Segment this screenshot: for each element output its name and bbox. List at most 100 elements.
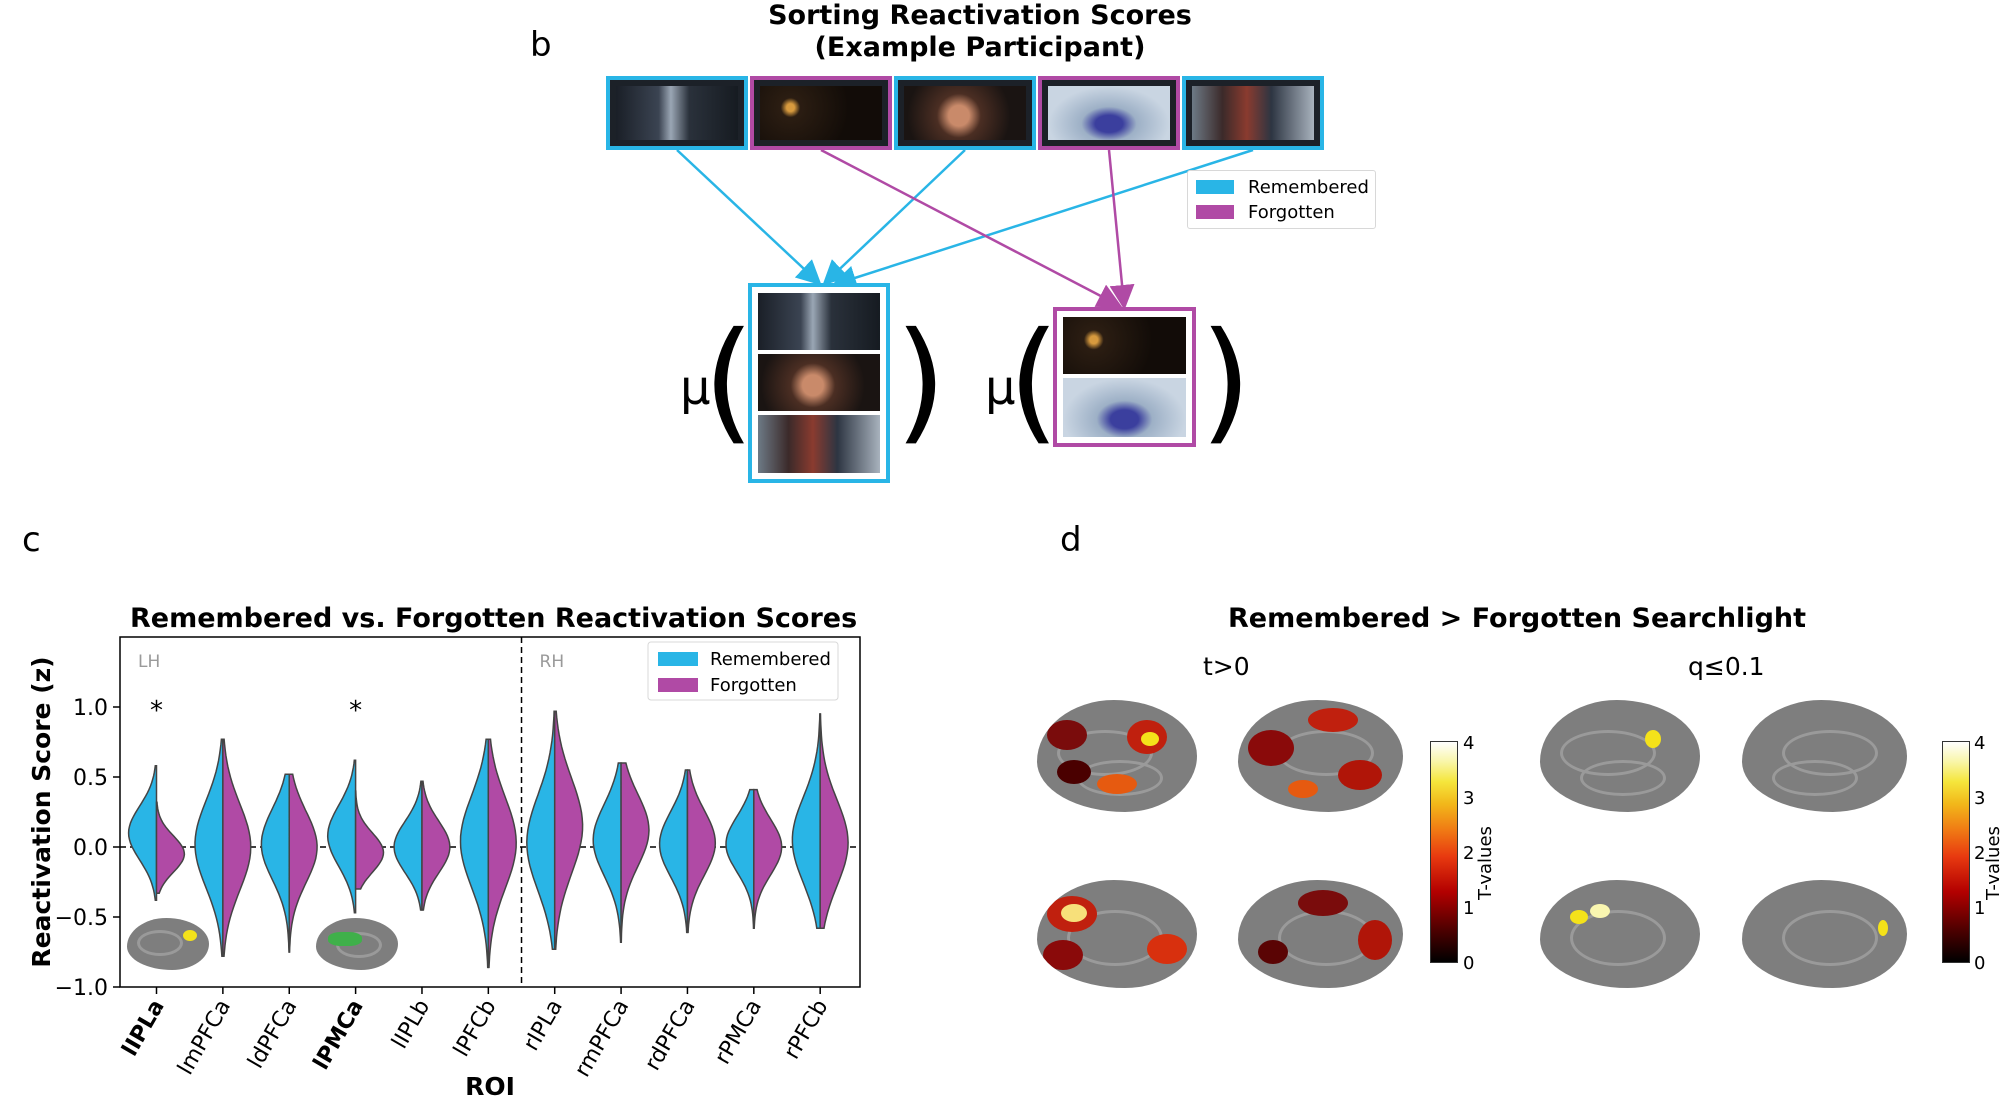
colorbar-qmap: [1942, 741, 1970, 963]
x-tick-label: lPMCa: [309, 996, 369, 1075]
y-tick-label: −0.5: [55, 906, 108, 931]
x-axis-label: ROI: [465, 1072, 515, 1101]
x-tick-label: lIPLb: [387, 996, 435, 1054]
y-axis-label: Reactivation Score (z): [27, 656, 56, 967]
x-tick-label: lPFCb: [449, 996, 501, 1062]
brain-tmap-right-medial: [1238, 880, 1403, 988]
legend-remembered: Remembered: [1196, 176, 1369, 198]
colorbar-qmap-tick-3: 3: [1974, 788, 1986, 809]
violin-remembered-lPMCa: [326, 759, 357, 914]
open-paren-forgotten: (: [1008, 304, 1060, 458]
violin-forgotten-lPMCa: [354, 790, 385, 890]
tmap-label: t>0: [1203, 652, 1250, 681]
brain-qmap-left-lateral: [1540, 700, 1700, 812]
arrow-2: [820, 148, 1123, 308]
colorbar-qmap-tick-1: 1: [1974, 898, 1986, 919]
violin-remembered-lPFCb: [459, 738, 490, 969]
y-tick-label: −1.0: [55, 976, 108, 1001]
significance-marker: *: [349, 696, 362, 726]
violin-forgotten-rPFCb: [819, 713, 849, 929]
y-tick-label: 0.0: [73, 836, 108, 861]
colorbar-tmap-label: T-values: [1475, 826, 1496, 900]
colorbar-tmap-tick-0: 0: [1463, 953, 1475, 974]
legend-label-forgotten: Forgotten: [1248, 201, 1335, 223]
legend-swatch-remembered: [1196, 180, 1234, 194]
panel-b-title-line1: Sorting Reactivation Scores: [768, 0, 1192, 31]
arrow-5: [831, 148, 1254, 290]
panel-b-legend: Remembered Forgotten: [1187, 170, 1376, 229]
violin-remembered-rIPLa: [526, 710, 556, 950]
searchlight-title: Remembered > Forgotten Searchlight: [1228, 603, 1807, 634]
roi-brain-inset-lpmca: [316, 918, 398, 970]
arrow-3: [822, 149, 966, 286]
thumbnail-3-remembered: [894, 76, 1036, 150]
legend-swatch-forgotten: [1196, 205, 1234, 219]
violin-forgotten-lIPLb: [421, 780, 451, 911]
y-tick-label: 0.5: [73, 766, 108, 791]
colorbar-tmap-tick-4: 4: [1463, 733, 1475, 754]
x-tick-label: rIPLa: [519, 996, 568, 1056]
colorbar-tmap: [1430, 741, 1458, 963]
chart-legend-swatch: [658, 652, 698, 666]
panel-d-letter: d: [1060, 520, 1082, 560]
violin-forgotten-lIPLa: [155, 801, 186, 894]
brain-qmap-right-medial: [1742, 880, 1907, 988]
close-paren-forgotten: ): [1200, 304, 1252, 458]
x-tick-label: rdPFCa: [640, 996, 700, 1076]
colorbar-tmap-tick-3: 3: [1463, 788, 1475, 809]
x-tick-label: rPFCb: [780, 996, 834, 1064]
violin-remembered-rPFCb: [791, 713, 821, 929]
qmap-label: q≤0.1: [1688, 652, 1765, 681]
violin-remembered-ldPFCa: [260, 773, 290, 953]
sorting-arrows: [676, 148, 1254, 310]
hemisphere-label-rh: RH: [540, 652, 565, 672]
panel-b-title: Sorting Reactivation Scores (Example Par…: [700, 0, 1260, 64]
thumbnail-2-forgotten: [750, 76, 892, 150]
thumbnail-5-remembered: [1182, 76, 1324, 150]
panel-b-title-line2: (Example Participant): [814, 32, 1146, 63]
legend-forgotten: Forgotten: [1196, 201, 1335, 223]
arrow-1: [676, 149, 822, 286]
violin-remembered-lmPFCa: [194, 738, 224, 957]
forgotten-group: [1053, 307, 1196, 447]
violin-forgotten-lPFCb: [487, 738, 517, 969]
colorbar-qmap-tick-2: 2: [1974, 843, 1986, 864]
x-tick-label: ldPFCa: [243, 996, 302, 1073]
roi-brain-inset-lipla: [127, 918, 209, 970]
violin-forgotten-rdPFCa: [686, 769, 717, 934]
brain-qmap-right-lateral: [1742, 700, 1907, 812]
legend-label-remembered: Remembered: [1248, 176, 1369, 198]
violin-remembered-rdPFCa: [658, 769, 689, 934]
violin-forgotten-rmPFCa: [620, 762, 650, 943]
violin-forgotten-rIPLa: [553, 710, 584, 950]
x-tick-label: lIPLa: [118, 996, 170, 1061]
chart-legend-label: Remembered: [710, 649, 831, 670]
brain-tmap-left-lateral: [1037, 700, 1197, 812]
violin-remembered-lIPLa: [127, 765, 158, 901]
colorbar-qmap-label: T-values: [1983, 826, 2000, 900]
thumbnail-4-forgotten: [1038, 76, 1180, 150]
plot-frame: [119, 636, 861, 988]
violin-remembered-lIPLb: [393, 780, 423, 911]
violin-remembered-rPMCa: [725, 788, 755, 929]
mu-forgotten: μ: [985, 360, 1016, 416]
x-tick-label: rPMCa: [710, 996, 767, 1069]
hemisphere-label-lh: LH: [138, 652, 160, 672]
chart-legend-label: Forgotten: [710, 675, 797, 696]
chart-legend-swatch: [658, 678, 698, 692]
remembered-group: [748, 283, 890, 483]
colorbar-tmap-tick-1: 1: [1463, 898, 1475, 919]
colorbar-qmap-tick-4: 4: [1974, 733, 1986, 754]
mu-remembered: μ: [680, 360, 711, 416]
violin-forgotten-ldPFCa: [288, 773, 318, 953]
close-paren-remembered: ): [895, 304, 947, 458]
violin-forgotten-rPMCa: [753, 788, 783, 929]
significance-marker: *: [150, 696, 163, 726]
colorbar-tmap-tick-2: 2: [1463, 843, 1475, 864]
x-tick-label: lmPFCa: [173, 996, 236, 1080]
brain-qmap-left-medial: [1540, 880, 1700, 988]
brain-tmap-right-lateral: [1238, 700, 1403, 812]
panel-b-letter: b: [530, 25, 552, 65]
colorbar-qmap-tick-0: 0: [1974, 953, 1986, 974]
